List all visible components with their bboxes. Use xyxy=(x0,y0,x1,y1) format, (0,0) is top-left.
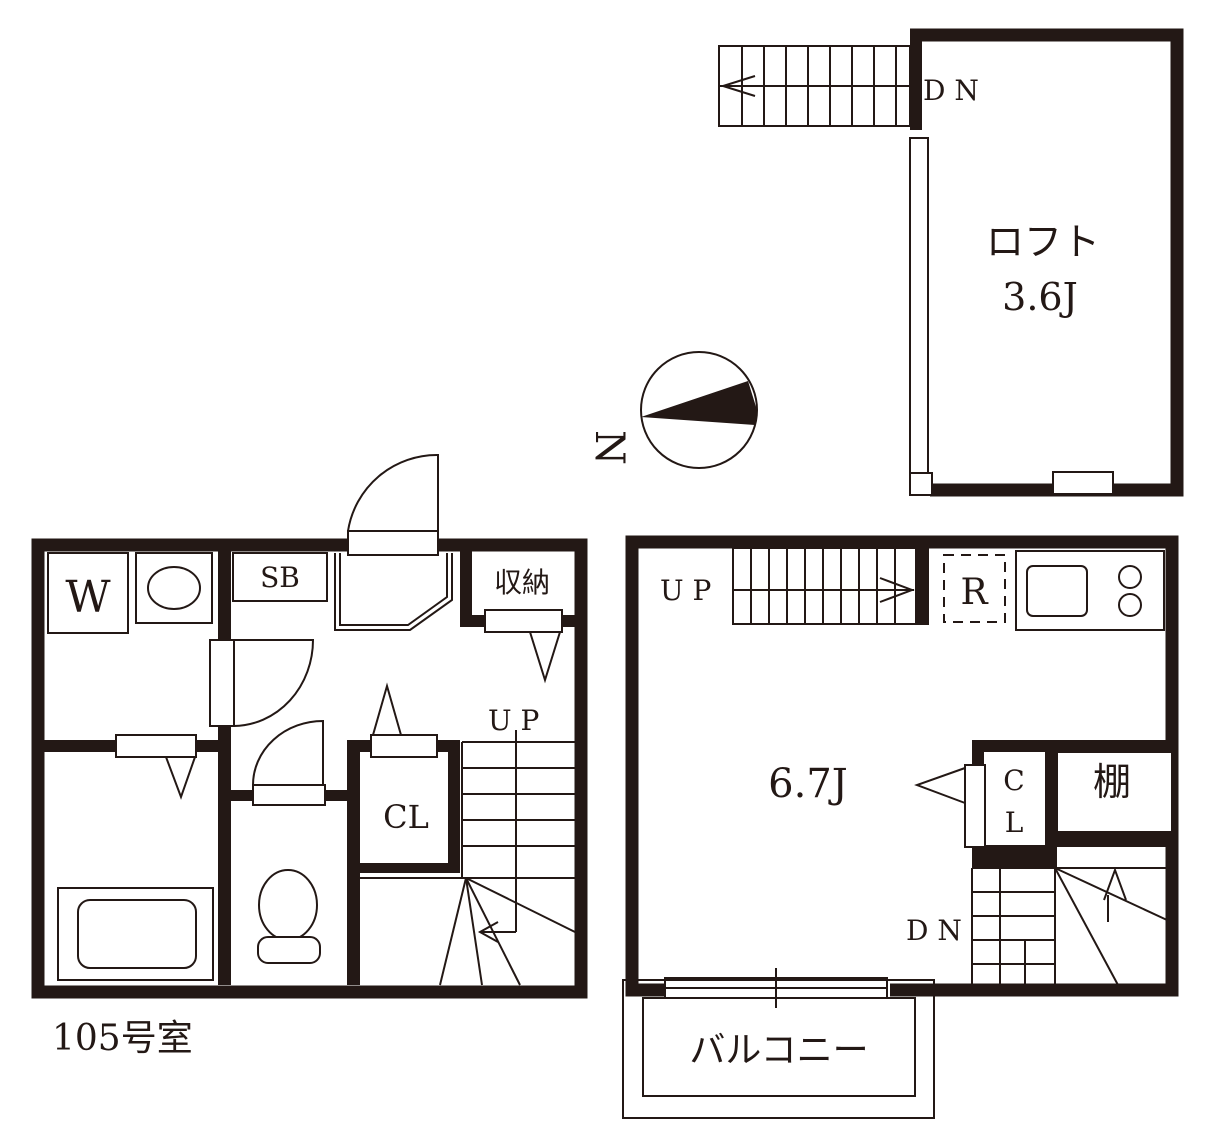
entry-stairs xyxy=(360,730,576,986)
loft-size: 3.6J xyxy=(1002,275,1078,319)
main-up-stairs xyxy=(732,547,917,625)
main-dn-label: D N xyxy=(906,914,962,947)
loft-stairs xyxy=(718,45,911,127)
loft-dn-label: D N xyxy=(923,74,979,107)
main-up-label: U P xyxy=(660,574,711,607)
shelf-label: 棚 xyxy=(1093,760,1131,804)
main-room-size: 6.7J xyxy=(768,761,848,807)
compass-north-label: N xyxy=(586,430,632,465)
main-dn-stairs xyxy=(971,867,1168,986)
fridge-label: R xyxy=(960,572,988,613)
balcony-label: バルコニー xyxy=(689,1030,868,1071)
loft-area xyxy=(718,28,1184,497)
washer-label: W xyxy=(65,572,111,623)
loft-name: ロフト xyxy=(986,220,1100,264)
closet-upper-c: C xyxy=(1003,764,1024,797)
closet-upper-l: L xyxy=(1005,806,1024,839)
lower-left-unit xyxy=(31,453,588,999)
shoe-box-label: SB xyxy=(260,561,300,594)
storage-label: 収納 xyxy=(494,566,550,599)
entry-up-label: U P xyxy=(488,704,539,737)
compass xyxy=(640,351,758,469)
closet-lower-label: CL xyxy=(383,798,429,836)
main-room-unit xyxy=(622,535,1179,1119)
unit-number: 105号室 xyxy=(52,1018,193,1059)
